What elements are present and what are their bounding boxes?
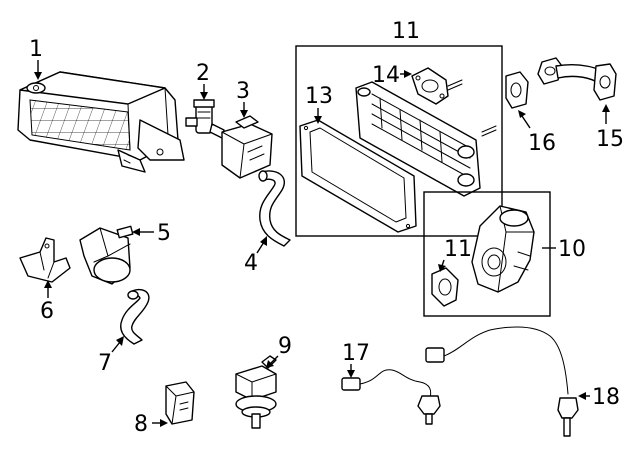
- callout-label-11: 11: [444, 237, 472, 262]
- callout-label-2: 2: [196, 61, 210, 86]
- callout-2: 2: [196, 61, 210, 100]
- callout-4: 4: [244, 236, 267, 276]
- callout-11: 11: [438, 237, 472, 272]
- callout-label-14: 14: [372, 63, 400, 88]
- callout-17: 17: [342, 341, 370, 378]
- callout-label-8: 8: [134, 412, 148, 437]
- vapor-hose-icon[interactable]: [258, 170, 291, 247]
- callout-label-10: 10: [558, 237, 586, 262]
- pipe-gasket-icon[interactable]: [505, 71, 529, 109]
- callout-label-13: 13: [305, 84, 333, 109]
- flange-gasket-icon[interactable]: [411, 67, 449, 105]
- callout-label-1: 1: [29, 37, 43, 62]
- canister-bracket-icon[interactable]: [19, 237, 71, 283]
- callout-12: 11: [392, 19, 420, 44]
- callout-label-4: 4: [244, 251, 258, 276]
- callout-7: 7: [98, 336, 124, 376]
- egr-cooler-icon[interactable]: [355, 79, 497, 197]
- callout-label-6: 6: [40, 299, 54, 324]
- callout-label-15: 15: [596, 127, 624, 152]
- egr-cooler-group-box: [295, 45, 503, 237]
- callout-label-9: 9: [278, 334, 292, 359]
- housing-gasket-icon[interactable]: [431, 267, 459, 307]
- egr-housing-group-box: [423, 191, 551, 317]
- egr-valve-icon[interactable]: [235, 355, 277, 429]
- callout-9: 9: [266, 334, 292, 368]
- charcoal-canister-icon[interactable]: [17, 71, 185, 173]
- callout-label-16: 16: [528, 131, 556, 156]
- front-oxygen-sensor-icon[interactable]: [341, 369, 441, 425]
- callout-15: 15: [596, 104, 624, 152]
- egr-valve-housing-icon[interactable]: [471, 205, 535, 293]
- callout-6: 6: [40, 280, 54, 324]
- vapor-separator-icon[interactable]: [221, 115, 273, 179]
- rear-oxygen-sensor-icon[interactable]: [425, 326, 579, 437]
- callout-1: 1: [29, 37, 43, 80]
- pressure-sensor-icon[interactable]: [165, 381, 195, 425]
- callout-16: 16: [518, 110, 556, 156]
- callout-3: 3: [236, 79, 250, 118]
- callout-label-12: 11: [392, 19, 420, 44]
- vacuum-solenoid-icon[interactable]: [79, 225, 134, 285]
- callout-5: 5: [132, 221, 171, 246]
- callout-label-7: 7: [98, 351, 112, 376]
- callout-13: 13: [305, 84, 333, 124]
- callout-18: 18: [578, 385, 620, 410]
- callout-label-3: 3: [236, 79, 250, 104]
- callout-8: 8: [134, 412, 168, 437]
- callout-label-18: 18: [592, 385, 620, 410]
- callout-10: 10: [542, 237, 586, 262]
- purge-valve-icon[interactable]: [185, 99, 225, 139]
- egr-pipe-icon[interactable]: [537, 57, 617, 101]
- callout-14: 14: [372, 63, 412, 88]
- vent-hose-icon[interactable]: [120, 288, 150, 345]
- callout-label-5: 5: [157, 221, 171, 246]
- callout-label-17: 17: [342, 341, 370, 366]
